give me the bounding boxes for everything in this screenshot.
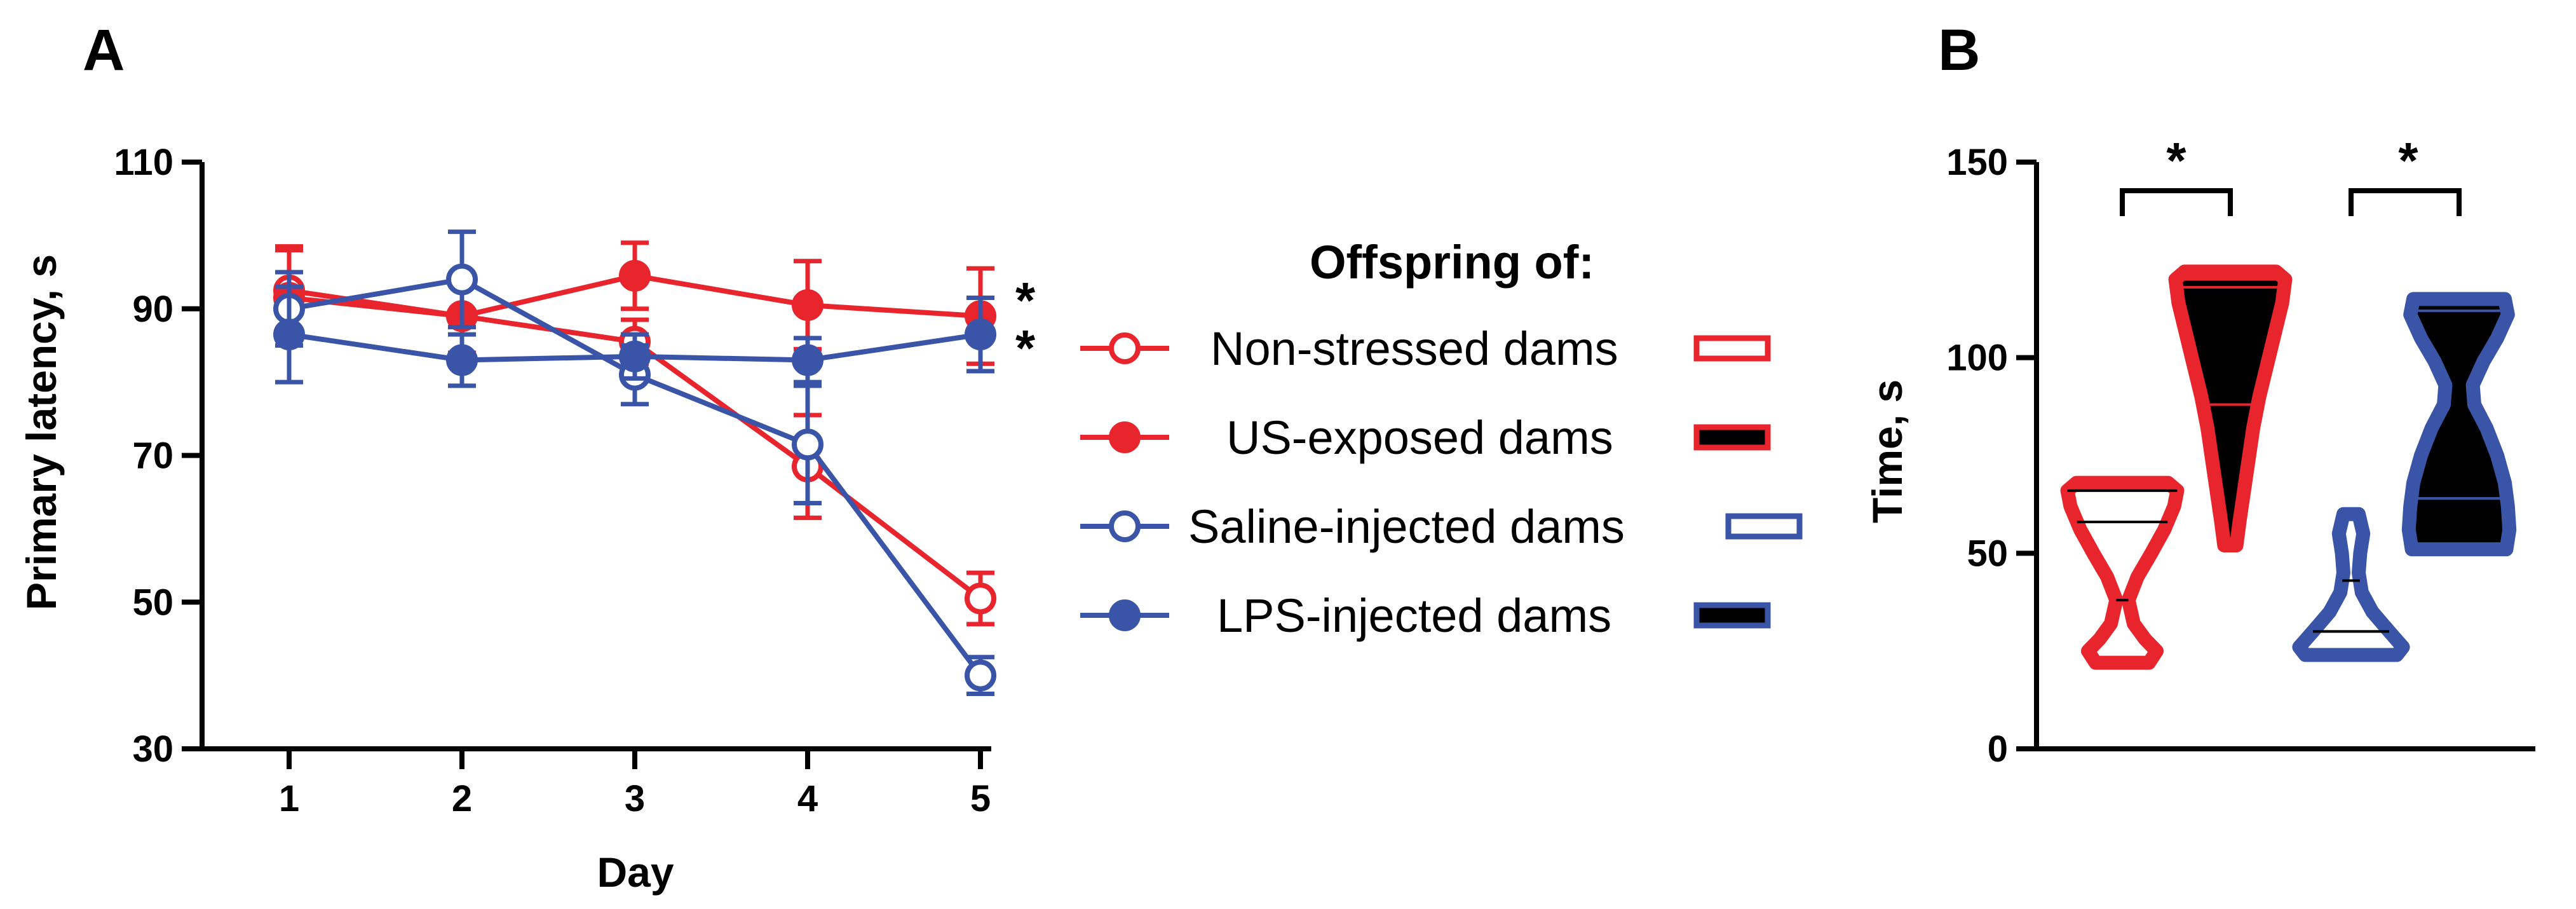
data-point [446, 344, 478, 376]
significance-star-lps-b: * [2398, 132, 2418, 189]
legend-marker [1109, 599, 1141, 631]
data-point [446, 263, 478, 296]
legend-violin-swatch [1725, 513, 1803, 540]
legend-marker [1109, 421, 1141, 453]
data-point [965, 582, 996, 615]
legend-label: Saline-injected dams [1188, 500, 1625, 553]
x-tick-label: 3 [625, 778, 645, 819]
legend-label: Non-stressed dams [1210, 322, 1618, 375]
legend-item: Saline-injected dams [1080, 500, 1803, 553]
y-tick-label: 0 [1988, 728, 2008, 770]
data-point [619, 259, 651, 292]
x-tick-label: 5 [970, 778, 991, 819]
significance-star-lps: * [1015, 320, 1036, 376]
legend-label: LPS-injected dams [1217, 589, 1611, 642]
data-point [792, 344, 824, 376]
significance-bracket [2349, 188, 2462, 216]
x-axis-title: Day [597, 849, 674, 896]
data-point [792, 428, 824, 461]
violin-us-exposed-dams [2168, 264, 2293, 553]
y-axis-title: Primary latency, s [18, 254, 65, 610]
legend-violin-swatch [1693, 424, 1771, 451]
significance-star-us: * [1015, 272, 1036, 329]
data-point [792, 289, 824, 321]
legend-label: US-exposed dams [1226, 411, 1613, 464]
violin-chart-axes: 0 50 100 150 [1946, 142, 2535, 770]
y-tick-label: 70 [132, 435, 173, 477]
y-tick-label: 90 [132, 289, 173, 330]
data-point [965, 659, 996, 692]
legend-marker [1109, 332, 1141, 364]
significance-bracket [2120, 188, 2233, 216]
violin-body [2292, 507, 2410, 662]
y-tick-label: 110 [114, 142, 173, 183]
series-lps-injected-dams [273, 284, 996, 388]
y-tick-label: 50 [1967, 533, 2008, 574]
violin-body [2401, 292, 2517, 557]
y-tick-label: 30 [132, 728, 173, 770]
violin-body [2168, 264, 2293, 553]
legend-title: Offspring of: [1310, 236, 1594, 289]
legend-marker [1109, 510, 1141, 542]
data-point [619, 340, 651, 372]
line-chart-series [273, 229, 996, 696]
x-tick-label: 2 [452, 778, 472, 819]
significance-star-us-b: * [2166, 132, 2186, 189]
violin-lps-injected-dams [2401, 292, 2517, 557]
legend: Offspring of: Non-stressed damsUS-expose… [1080, 236, 1803, 642]
legend-violin-swatch [1693, 335, 1771, 362]
data-point [273, 318, 305, 351]
significance-brackets [2120, 188, 2462, 216]
panel-a-letter: A [83, 18, 125, 83]
legend-violin-swatch [1693, 602, 1771, 629]
y-tick-label: 150 [1946, 142, 2008, 183]
x-tick-label: 4 [797, 778, 818, 819]
violin-chart: Time, s 0 50 100 150 * * [1864, 132, 2535, 770]
y-tick-label: 50 [132, 582, 173, 623]
panel-b-letter: B [1938, 18, 1980, 83]
line-chart-axes: 30 50 70 90 110 1 2 3 4 5 [114, 142, 991, 819]
x-tick-label: 1 [279, 778, 299, 819]
y-tick-label: 100 [1946, 338, 2008, 379]
violin-saline-injected-dams [2292, 507, 2410, 662]
legend-item: US-exposed dams [1080, 411, 1771, 464]
legend-item: LPS-injected dams [1080, 589, 1771, 642]
violin-body [2060, 475, 2185, 670]
y-axis-title-b: Time, s [1864, 379, 1911, 523]
violin-non-stressed-dams [2060, 475, 2185, 670]
violin-chart-groups [2060, 264, 2517, 670]
data-point [965, 318, 996, 351]
legend-item: Non-stressed dams [1080, 322, 1771, 375]
